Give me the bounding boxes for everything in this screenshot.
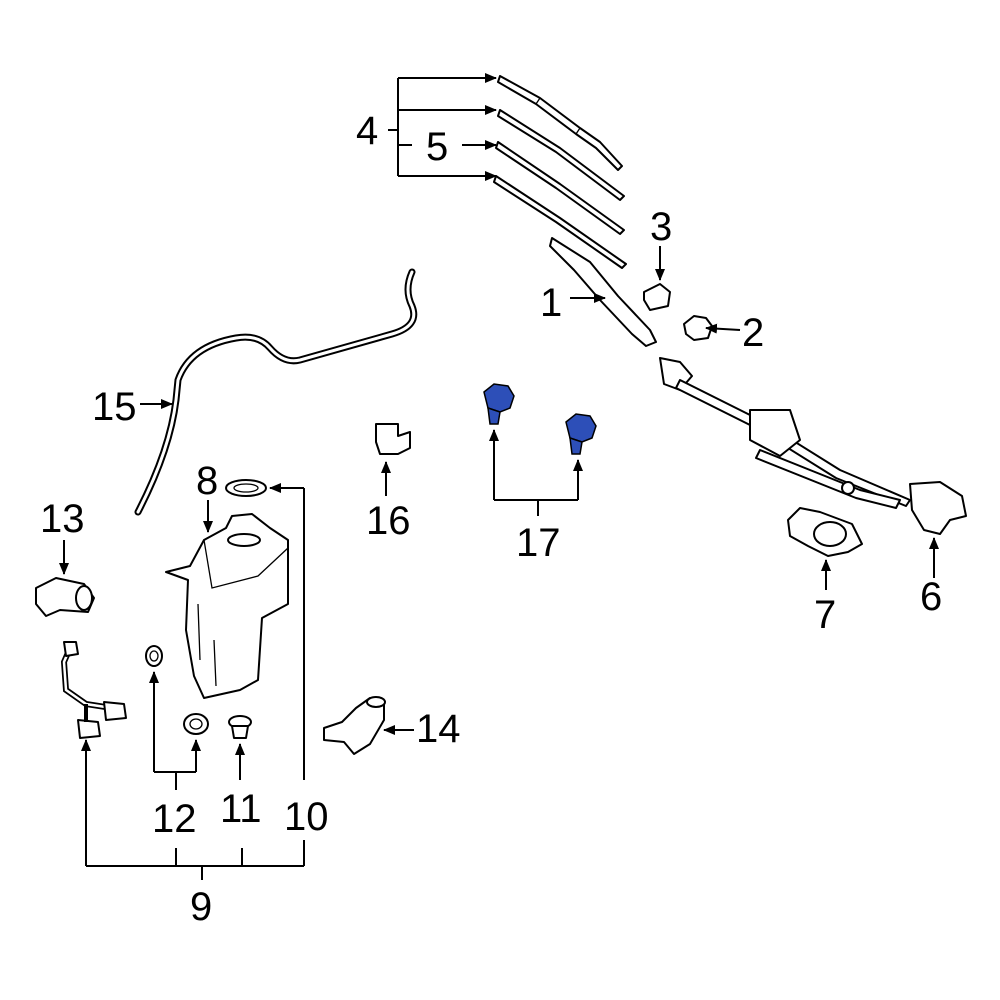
hose-clip [375, 423, 411, 455]
callout-9: 9 [190, 885, 212, 929]
callout-4: 4 [356, 109, 378, 153]
callout-3: 3 [650, 205, 672, 249]
washer-reservoir [165, 513, 289, 699]
grommet-lower [183, 713, 209, 735]
callout-10: 10 [284, 795, 329, 839]
callout-8: 8 [196, 459, 218, 503]
callout-12: 12 [152, 797, 197, 841]
callout-15: 15 [92, 385, 137, 429]
wiper-arm [549, 237, 657, 347]
callout-16: 16 [366, 499, 411, 543]
callout-2: 2 [742, 311, 764, 355]
washer-pump [323, 696, 386, 755]
callout-7: 7 [814, 593, 836, 637]
wiper-motor [787, 507, 863, 557]
grommet-upper [145, 645, 163, 667]
washer-nozzle-right [565, 413, 597, 455]
callout-14: 14 [416, 707, 461, 751]
callout-1: 1 [540, 281, 562, 325]
level-sensor [35, 577, 95, 617]
callout-17: 17 [516, 521, 561, 565]
wiper-linkage [659, 357, 967, 535]
wire-harness [60, 641, 127, 739]
pump-grommet [228, 715, 252, 739]
arm-cap [643, 283, 671, 311]
callout-13: 13 [40, 497, 85, 541]
washer-nozzle-left [483, 383, 515, 425]
callout-11: 11 [220, 787, 262, 831]
callout-5: 5 [426, 125, 448, 169]
reservoir-seal [225, 479, 267, 497]
wiper-blade-group [493, 75, 627, 269]
callout-6: 6 [920, 575, 942, 619]
washer-hose [134, 268, 418, 516]
